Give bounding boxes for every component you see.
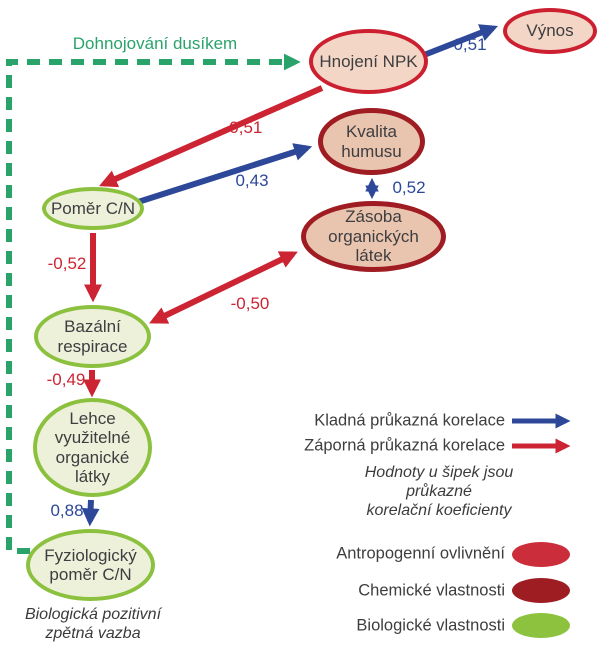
edge-zasoba-bazalni-arrow bbox=[149, 251, 298, 324]
edge-value-zasoba-bazalni: -0,50 bbox=[230, 294, 270, 313]
edge-lehce-fyzio-arrow bbox=[81, 499, 100, 527]
legend-negative-label: Záporná průkazná korelace bbox=[304, 436, 505, 455]
feedback-dashed-arrow bbox=[6, 53, 301, 554]
edge-npk-vynos-arrow bbox=[422, 24, 499, 58]
edge-pomer-kvalita-arrow bbox=[134, 143, 313, 206]
edge-value-npk-pomer: -0,51 bbox=[223, 118, 263, 137]
node-vynos: Výnos bbox=[503, 8, 597, 54]
legend-note: Hodnoty u šipek jsou průkazné korelační … bbox=[364, 464, 514, 519]
edge-value-lehce-fyzio: 0,88 bbox=[50, 501, 84, 520]
feedback-caption: Biologická pozitivní zpětná vazba bbox=[24, 606, 162, 642]
legend-chemical-label: Chemické vlastnosti bbox=[358, 581, 505, 600]
anthropogenic-ellipse-icon bbox=[512, 542, 570, 567]
edge-value-kvalita-zasoba: 0,52 bbox=[392, 178, 426, 197]
edge-value-npk-vynos: 0,51 bbox=[453, 35, 487, 54]
edge-value-pomer-bazalni: -0,52 bbox=[47, 254, 87, 273]
legend-biological-label: Biologické vlastnosti bbox=[356, 616, 505, 635]
legend-positive-label: Kladná průkazná korelace bbox=[314, 411, 505, 430]
node-pomer-cn: Poměr C/N bbox=[42, 187, 144, 230]
legend-anthropogenic-label: Antropogenní ovlivnění bbox=[336, 544, 505, 563]
edge-value-bazalni-lehce: -0,49 bbox=[46, 370, 86, 389]
chemical-ellipse-icon bbox=[512, 578, 570, 603]
edge-npk-pomer-arrow bbox=[99, 85, 324, 188]
node-kvalita-humusu: Kvalita humusu bbox=[318, 108, 425, 175]
node-bazalni-respirace: Bazální respirace bbox=[34, 305, 151, 368]
feedback-label: Dohnojování dusíkem bbox=[72, 34, 238, 53]
node-zasoba-organickych-latek: Zásoba organických látek bbox=[301, 201, 446, 272]
node-hnojeni-npk: Hnojení NPK bbox=[309, 29, 428, 94]
node-lehce-vyuzitelne: Lehce využitelné organické látky bbox=[33, 398, 152, 497]
node-fyziologicky-pomer-cn: Fyziologický poměr C/N bbox=[26, 529, 155, 601]
edge-value-pomer-kvalita: 0,43 bbox=[235, 171, 269, 190]
biological-ellipse-icon bbox=[512, 613, 570, 638]
